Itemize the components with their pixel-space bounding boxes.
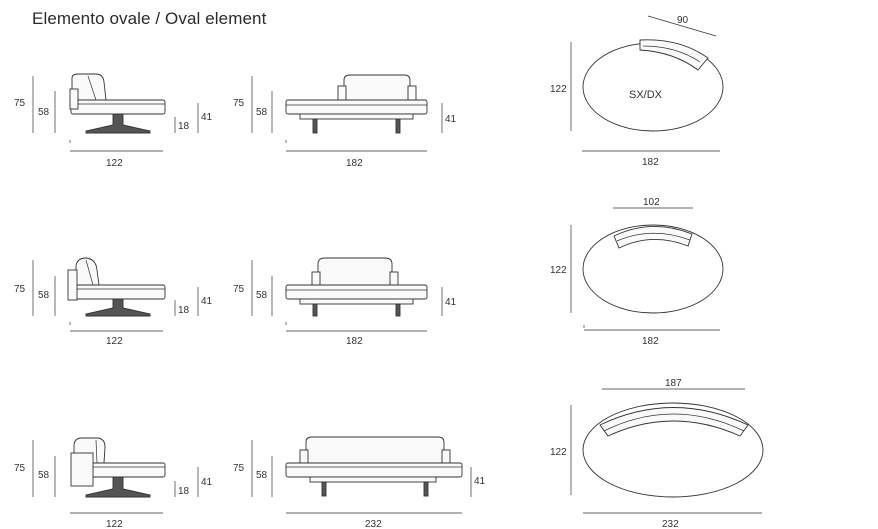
sofa-front-seat [285,462,463,478]
oval-seat [582,224,724,314]
leg [312,118,318,134]
sofa-front-back-cushion [317,257,393,286]
sofa-side-arm [67,269,78,301]
dim-top-width: 182 [642,157,659,168]
dim-back-width: 187 [665,378,682,389]
dim-back-height: 75 [14,463,26,474]
oval-back-section [599,407,749,437]
dim-arm-height: 41 [474,476,486,487]
side-view: 75 58 18 41 122 [14,73,213,169]
dim-seat-height: 58 [256,107,268,118]
swivel-base [85,298,151,317]
dim-frame-height: 18 [178,486,190,497]
dim-arm-height: 41 [445,297,457,308]
dim-arm-height: 41 [201,112,213,123]
dim-front-width: 232 [365,519,382,529]
dim-depth: 122 [550,447,567,458]
sofa-front-frame [299,298,414,305]
dim-side-width: 122 [106,158,123,169]
dim-back-height: 75 [233,463,245,474]
dim-seat-height: 58 [256,290,268,301]
sofa-front-arm-left [337,85,347,102]
row-2: 75 58 18 41 122 75 58 [14,197,724,347]
sofa-front-back-cushion [343,74,411,101]
sofa-side-back-cushion [75,257,100,286]
row-3: 75 58 18 41 122 75 58 [14,378,764,529]
dim-back-height: 75 [233,98,245,109]
leg [321,481,327,497]
oval-back-section [639,39,709,71]
sofa-side-arm [69,88,79,110]
dim-top-width: 232 [662,519,679,529]
leg [312,303,318,317]
dim-seat-height: 58 [38,290,50,301]
dim-back-height: 75 [14,284,26,295]
sofa-front-arm-right [441,449,451,465]
sofa-side-seat [70,99,166,115]
sofa-front-seat [285,284,428,300]
top-view: 122 102 182 [550,197,724,347]
dim-depth: 122 [550,265,567,276]
top-view: 122 90 SX/DX 182 [550,15,724,168]
dim-seat-height: 58 [256,470,268,481]
top-view: 122 187 232 [550,378,764,529]
sofa-front-arm-left [311,271,321,287]
oval-seat [582,402,764,498]
dim-depth: 122 [550,84,567,95]
dim-frame-height: 18 [178,121,190,132]
page-title: Elemento ovale / Oval element [32,9,267,28]
sofa-front-frame [309,476,437,483]
dim-side-width: 122 [106,519,123,529]
leg [395,303,401,317]
dim-side-width: 122 [106,336,123,347]
dim-back-height: 75 [233,284,245,295]
front-view: 75 58 41 232 [233,436,486,529]
dim-arm-height: 41 [201,296,213,307]
sofa-front-arm-right [389,271,399,287]
dim-arm-height: 41 [201,477,213,488]
dim-front-width: 182 [346,158,363,169]
side-view: 75 58 18 41 122 [14,257,213,347]
swivel-base [85,113,151,134]
sofa-side-arm [70,452,94,487]
leg [395,118,401,134]
front-view: 75 58 41 182 [233,257,457,347]
sofa-front-arm-left [299,449,309,465]
orientation-label: SX/DX [629,89,663,101]
dim-top-width: 182 [642,336,659,347]
front-view: 75 58 41 182 [233,74,457,169]
row-1: 75 58 18 41 122 75 58 [14,15,724,169]
dim-seat-height: 58 [38,107,50,118]
sofa-side-seat [69,284,166,300]
dim-seat-height: 58 [38,470,50,481]
leg [423,481,429,497]
dim-back-width: 102 [643,197,660,208]
dim-arm-height: 41 [445,114,457,125]
dim-front-width: 182 [346,336,363,347]
dim-back-height: 75 [14,98,26,109]
sofa-front-frame [299,113,414,120]
sofa-front-arm-right [407,85,417,102]
sofa-front-seat [285,99,428,115]
side-view: 75 58 18 41 122 [14,437,213,529]
dim-frame-height: 18 [178,305,190,316]
dim-back-width: 90 [677,15,689,26]
swivel-base [85,476,151,498]
sofa-front-back-cushion [305,436,445,464]
